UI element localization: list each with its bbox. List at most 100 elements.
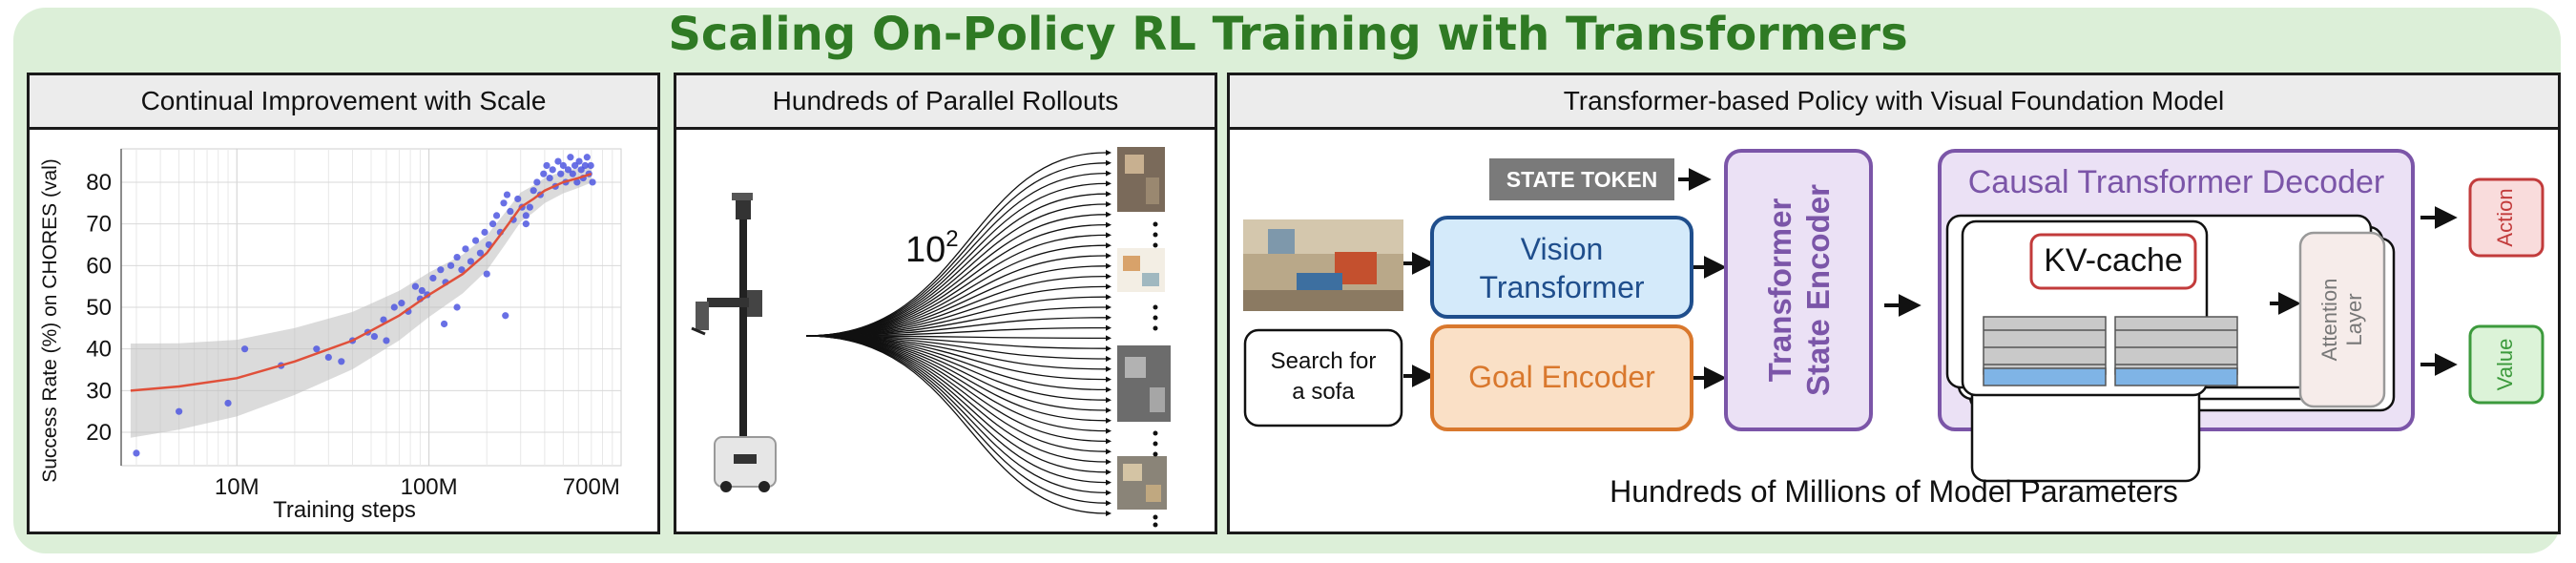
data-point — [370, 332, 379, 341]
goal-text-line2: a sofa — [1292, 379, 1355, 405]
data-point — [383, 337, 390, 344]
value-label: Value — [2493, 339, 2517, 391]
data-point — [546, 174, 553, 182]
data-point — [240, 345, 249, 353]
data-point — [507, 207, 514, 216]
data-point — [429, 274, 437, 282]
rollout-arrowhead — [1106, 211, 1111, 218]
rollout-arrowhead — [1106, 376, 1111, 383]
robot-icon — [691, 193, 777, 492]
rollout-arrowhead — [1106, 294, 1111, 301]
rollout-arrowhead — [1106, 511, 1111, 516]
vision-transformer-box: Vision Transformer — [1430, 216, 1693, 319]
data-point — [557, 170, 565, 177]
panel-title-rollouts: Hundreds of Parallel Rollouts — [676, 75, 1215, 130]
state-encoder-line1: Transformer — [1762, 198, 1797, 383]
rollout-arrowhead — [1106, 335, 1111, 342]
goal-text-line1: Search for — [1271, 348, 1377, 374]
data-point — [440, 320, 448, 328]
rollout-arrowhead — [1106, 345, 1111, 352]
rollout-arrowhead — [1106, 170, 1111, 177]
data-point — [587, 161, 594, 170]
y-tick-label: 40 — [86, 337, 112, 363]
rollout-arrowhead — [1106, 262, 1111, 269]
data-point — [483, 270, 490, 278]
rollout-arrowhead — [1106, 459, 1111, 465]
rollout-fan — [805, 150, 1111, 516]
rollout-arrowhead — [1106, 365, 1111, 372]
rollout-arrowhead — [1106, 253, 1111, 259]
rollout-arrowhead — [1106, 407, 1111, 413]
rollout-arrowhead — [1106, 304, 1111, 310]
data-point — [458, 266, 466, 274]
y-tick-label: 30 — [86, 378, 112, 404]
panel-rollouts: Hundreds of Parallel Rollouts 102 — [674, 73, 1217, 534]
rollout-arrowhead — [1106, 191, 1111, 198]
rollout-curve — [805, 275, 1107, 337]
data-point — [589, 178, 596, 186]
data-point — [549, 166, 556, 174]
vision-label-line1: Vision — [1521, 232, 1604, 266]
data-point — [224, 399, 232, 407]
rollout-curve — [805, 335, 1107, 443]
data-point — [503, 191, 511, 198]
ellipsis-dots — [1153, 221, 1158, 528]
rollout-curve — [805, 203, 1107, 337]
attention-label-line1: Attention — [2317, 279, 2341, 362]
panel-title-architecture: Transformer-based Policy with Visual Fou… — [1230, 75, 2558, 130]
y-tick-label: 80 — [86, 170, 112, 196]
chart-points — [133, 154, 596, 457]
data-point — [554, 157, 562, 165]
confidence-band — [130, 165, 592, 438]
rollouts-diagram: 102 — [691, 147, 1171, 528]
data-point — [488, 220, 497, 228]
y-tick-label: 70 — [86, 212, 112, 238]
data-point — [471, 237, 480, 244]
data-point — [500, 199, 508, 207]
rollout-curve — [805, 335, 1107, 504]
rollout-arrowhead — [1106, 314, 1111, 321]
y-tick-label: 50 — [86, 295, 112, 321]
state-token-box: STATE TOKEN — [1489, 158, 1674, 200]
data-point — [453, 303, 461, 311]
data-point — [398, 300, 405, 307]
data-point — [418, 286, 426, 295]
attention-label-line2: Layer — [2342, 293, 2366, 345]
data-point — [543, 161, 551, 170]
x-axis-label: Training steps — [273, 497, 416, 523]
data-point — [324, 353, 332, 362]
kv-cache-stacks — [1983, 316, 2238, 386]
rollout-arrowhead — [1106, 427, 1111, 434]
rollout-arrowhead — [1106, 479, 1111, 486]
data-point — [380, 316, 387, 323]
data-point — [540, 170, 548, 177]
figure-title: Scaling On-Policy RL Training with Trans… — [668, 8, 1908, 61]
data-point — [447, 261, 455, 269]
data-point — [522, 212, 530, 219]
action-label: Action — [2493, 188, 2517, 246]
data-point — [481, 228, 488, 236]
action-output-box: Action — [2468, 177, 2545, 258]
rollout-arrowhead — [1106, 500, 1111, 507]
rollout-arrowhead — [1106, 448, 1111, 455]
data-point — [492, 212, 501, 219]
data-point — [559, 161, 567, 170]
data-point — [502, 312, 509, 320]
rollout-arrowhead — [1106, 180, 1111, 187]
rollout-environments — [1117, 147, 1171, 510]
value-output-box: Value — [2468, 324, 2545, 405]
data-point — [338, 358, 345, 365]
data-point — [462, 245, 469, 253]
data-point — [583, 154, 591, 161]
data-point — [571, 161, 579, 170]
rollout-arrowhead — [1106, 324, 1111, 331]
room-image — [1243, 219, 1403, 311]
causal-decoder-box: Causal Transformer Decoder KV-cache — [1938, 149, 2415, 483]
rollout-arrowhead — [1106, 242, 1111, 249]
kv-cache-label: KV-cache — [2044, 242, 2183, 279]
data-point — [573, 178, 581, 186]
data-point — [522, 220, 530, 228]
